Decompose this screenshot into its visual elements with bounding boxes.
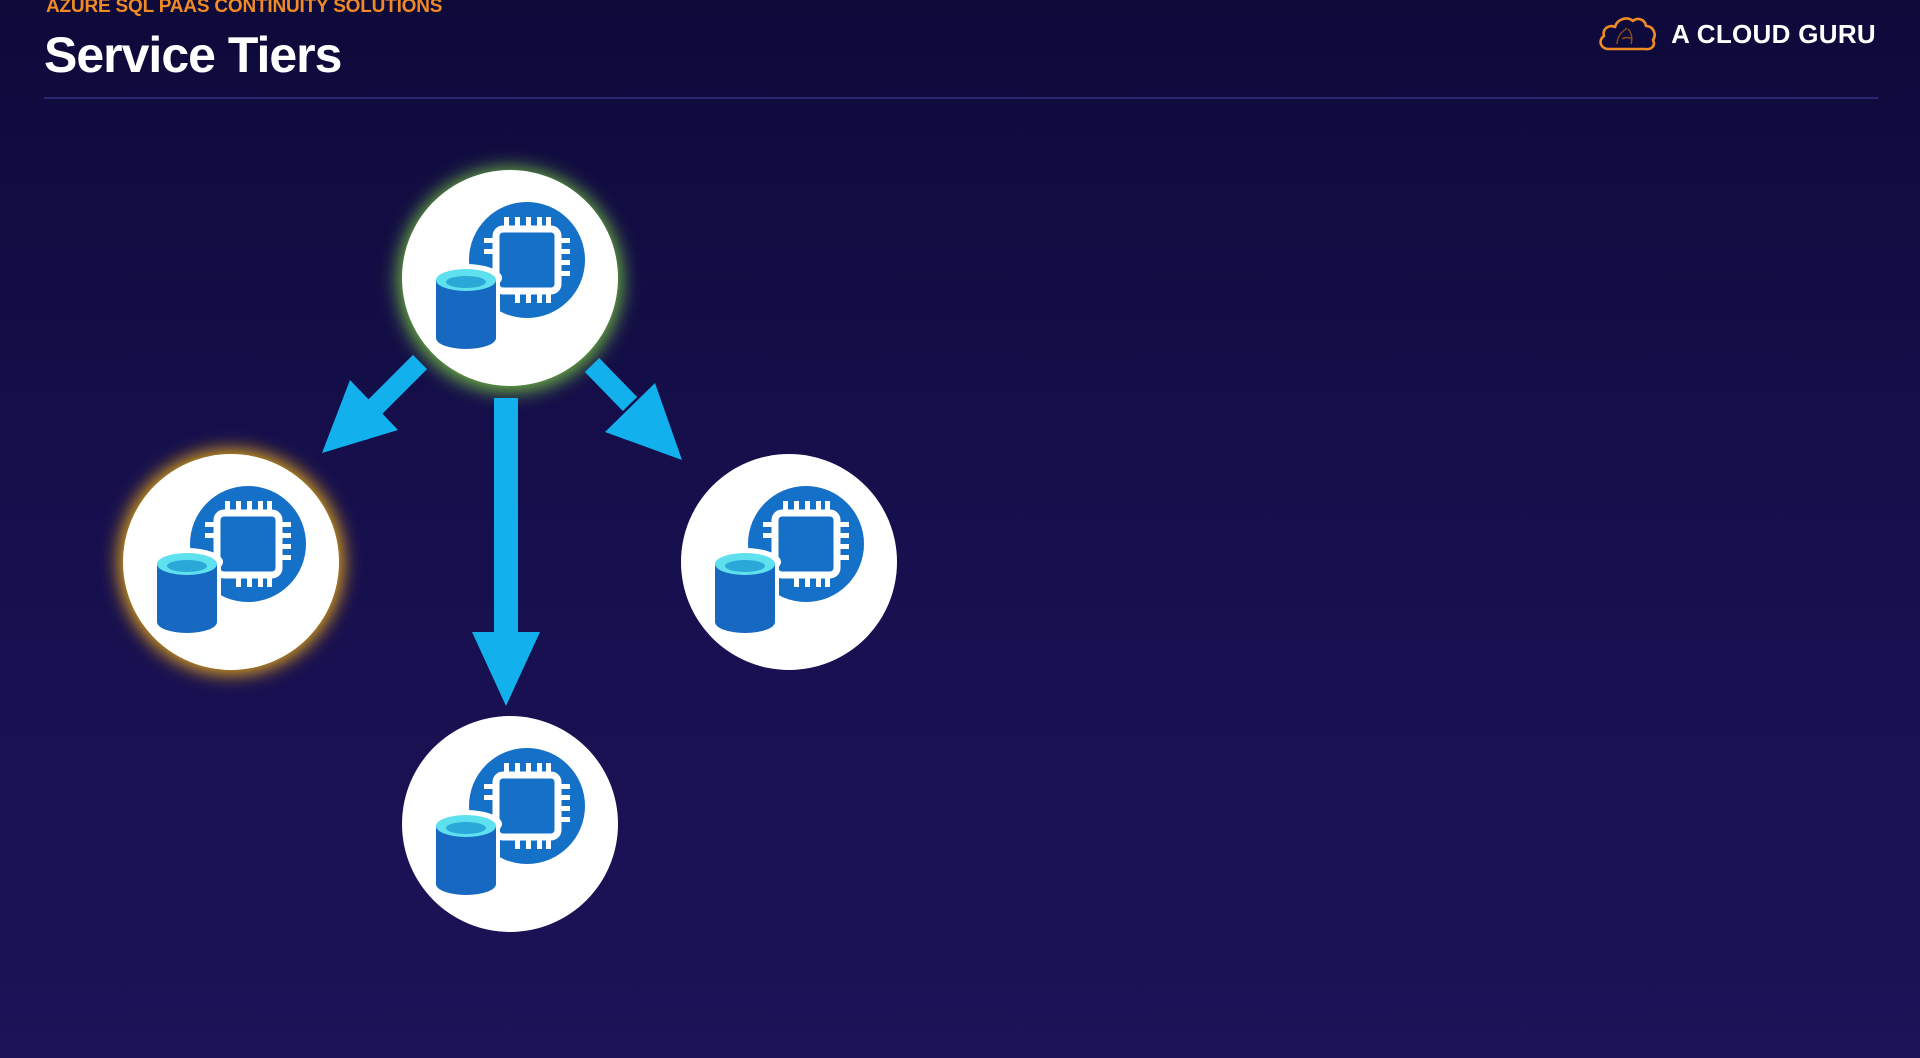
cloud-logo-icon <box>1599 17 1657 51</box>
node-left <box>123 454 339 670</box>
page-title: Service Tiers <box>44 27 342 83</box>
arrow-to-bottom <box>472 398 540 706</box>
arrow-to-left <box>322 354 428 453</box>
brand-logo: A CLOUD GURU <box>1595 14 1876 54</box>
header-divider <box>44 97 1878 99</box>
node-right <box>681 454 897 670</box>
brand-name: A CLOUD GURU <box>1671 18 1876 49</box>
course-subtitle: AZURE SQL PAAS CONTINUITY SOLUTIONS <box>46 0 443 17</box>
arrow-to-right <box>584 358 682 460</box>
node-bottom <box>402 716 618 932</box>
node-top <box>402 170 618 386</box>
